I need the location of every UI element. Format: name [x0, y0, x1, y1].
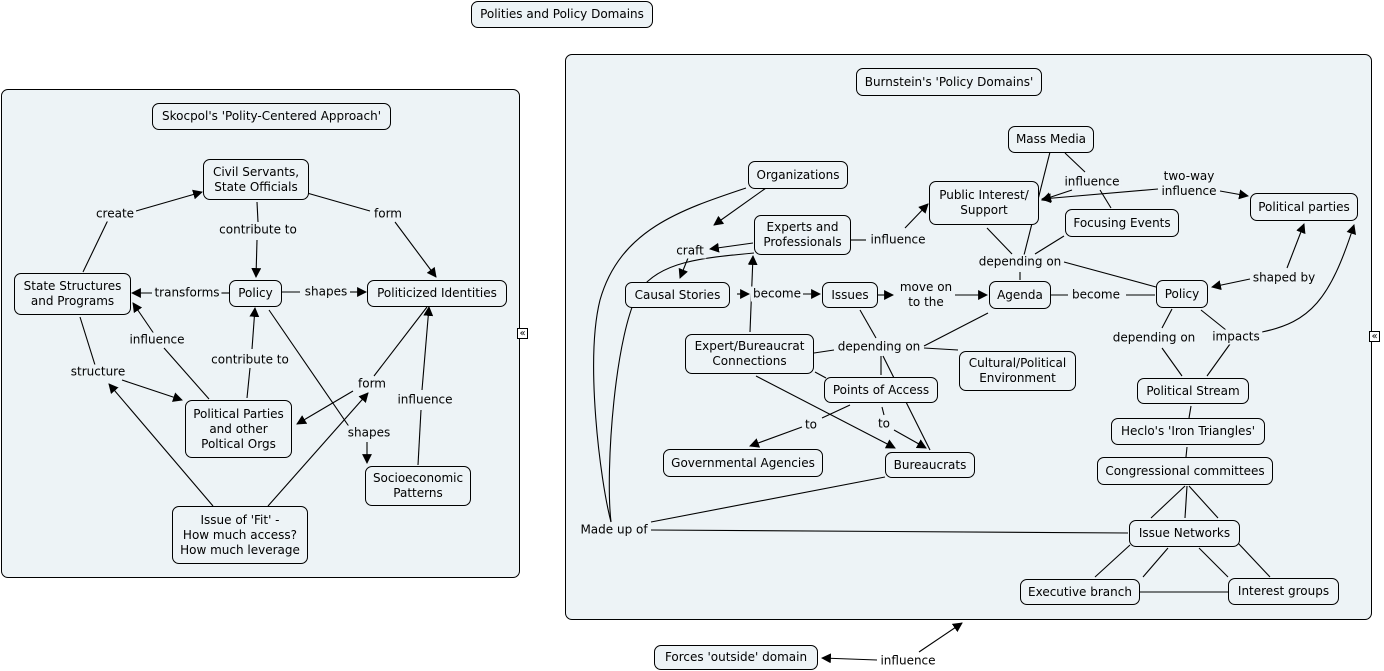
link-label-create: create [93, 206, 137, 222]
link-label-influence: influence [1062, 174, 1122, 190]
node-policy-burnstein[interactable]: Policy [1156, 280, 1208, 308]
node-public-interest[interactable]: Public Interest/ Support [929, 181, 1039, 225]
link-label-craft: craft [674, 243, 706, 259]
map-title-node[interactable]: Polities and Policy Domains [471, 1, 653, 28]
node-socioeconomic-patterns[interactable]: Socioeconomic Patterns [365, 466, 471, 506]
node-heclo-iron-triangles[interactable]: Heclo's 'Iron Triangles' [1111, 418, 1265, 445]
node-bureaucrats[interactable]: Bureaucrats [885, 452, 975, 478]
node-state-structures[interactable]: State Structures and Programs [14, 273, 131, 315]
link-label-influence: influence [868, 232, 928, 248]
skocpol-title-node[interactable]: Skocpol's 'Polity-Centered Approach' [152, 103, 391, 130]
node-congressional-committees[interactable]: Congressional committees [1097, 457, 1273, 485]
link-label-contribute-to: contribute to [209, 352, 291, 368]
link-label-influence: influence [127, 332, 187, 348]
node-agenda[interactable]: Agenda [989, 281, 1051, 309]
node-forces-outside-domain[interactable]: Forces 'outside' domain [654, 645, 818, 670]
link-label-form: form [372, 206, 404, 222]
link-label-shaped-by: shaped by [1250, 270, 1318, 286]
collapse-burnstein-button[interactable]: « [1369, 331, 1380, 342]
edge [918, 622, 963, 653]
link-label-contribute-to: contribute to [217, 222, 299, 238]
link-label-become: become [750, 286, 804, 302]
link-label-influence: influence [395, 392, 455, 408]
node-political-parties[interactable]: Political parties [1250, 193, 1358, 221]
link-label-impacts: impacts [1210, 329, 1262, 345]
link-label-influence: influence [878, 653, 938, 669]
edge [821, 653, 878, 664]
link-label-transforms: transforms [152, 285, 222, 301]
node-experts-professionals[interactable]: Experts and Professionals [754, 215, 851, 255]
node-issues[interactable]: Issues [822, 282, 878, 308]
node-governmental-agencies[interactable]: Governmental Agencies [663, 449, 823, 477]
link-label-made-up-of: Made up of [578, 522, 650, 538]
node-cultural-political-environment[interactable]: Cultural/Political Environment [959, 351, 1076, 391]
link-label-depending-on: depending on [1110, 330, 1198, 346]
node-politicized-identities[interactable]: Politicized Identities [367, 280, 507, 307]
link-label-form: form [356, 376, 388, 392]
node-organizations[interactable]: Organizations [748, 161, 848, 189]
node-policy-skocpol[interactable]: Policy [229, 280, 282, 307]
node-political-stream[interactable]: Political Stream [1137, 378, 1249, 404]
node-political-parties-orgs[interactable]: Political Parties and other Poltical Org… [185, 400, 292, 458]
node-focusing-events[interactable]: Focusing Events [1065, 209, 1179, 237]
link-label-two-way-influence: two-way influence [1159, 169, 1219, 199]
link-label-depending-on: depending on [976, 254, 1064, 270]
collapse-skocpol-button[interactable]: « [517, 328, 528, 339]
link-label-become: become [1069, 287, 1123, 303]
link-label-shapes: shapes [345, 425, 393, 441]
link-label-to: to [802, 417, 820, 433]
link-label-structure: structure [68, 364, 128, 380]
node-mass-media[interactable]: Mass Media [1008, 126, 1094, 153]
node-executive-branch[interactable]: Executive branch [1020, 579, 1140, 605]
node-points-of-access[interactable]: Points of Access [824, 377, 938, 403]
node-causal-stories[interactable]: Causal Stories [625, 282, 730, 308]
node-issue-networks[interactable]: Issue Networks [1129, 520, 1240, 547]
node-expert-bureaucrat-connections[interactable]: Expert/Bureaucrat Connections [685, 334, 814, 374]
link-label-to: to [875, 416, 893, 432]
node-civil-servants[interactable]: Civil Servants, State Officials [203, 159, 309, 200]
node-interest-groups[interactable]: Interest groups [1228, 578, 1339, 605]
link-label-move-on-to-the: move on to the [897, 280, 955, 310]
burnstein-title-node[interactable]: Burnstein's 'Policy Domains' [856, 68, 1042, 96]
node-issue-of-fit[interactable]: Issue of 'Fit' - How much access? How mu… [172, 506, 308, 564]
link-label-depending-on: depending on [835, 339, 923, 355]
link-label-shapes: shapes [302, 284, 350, 300]
